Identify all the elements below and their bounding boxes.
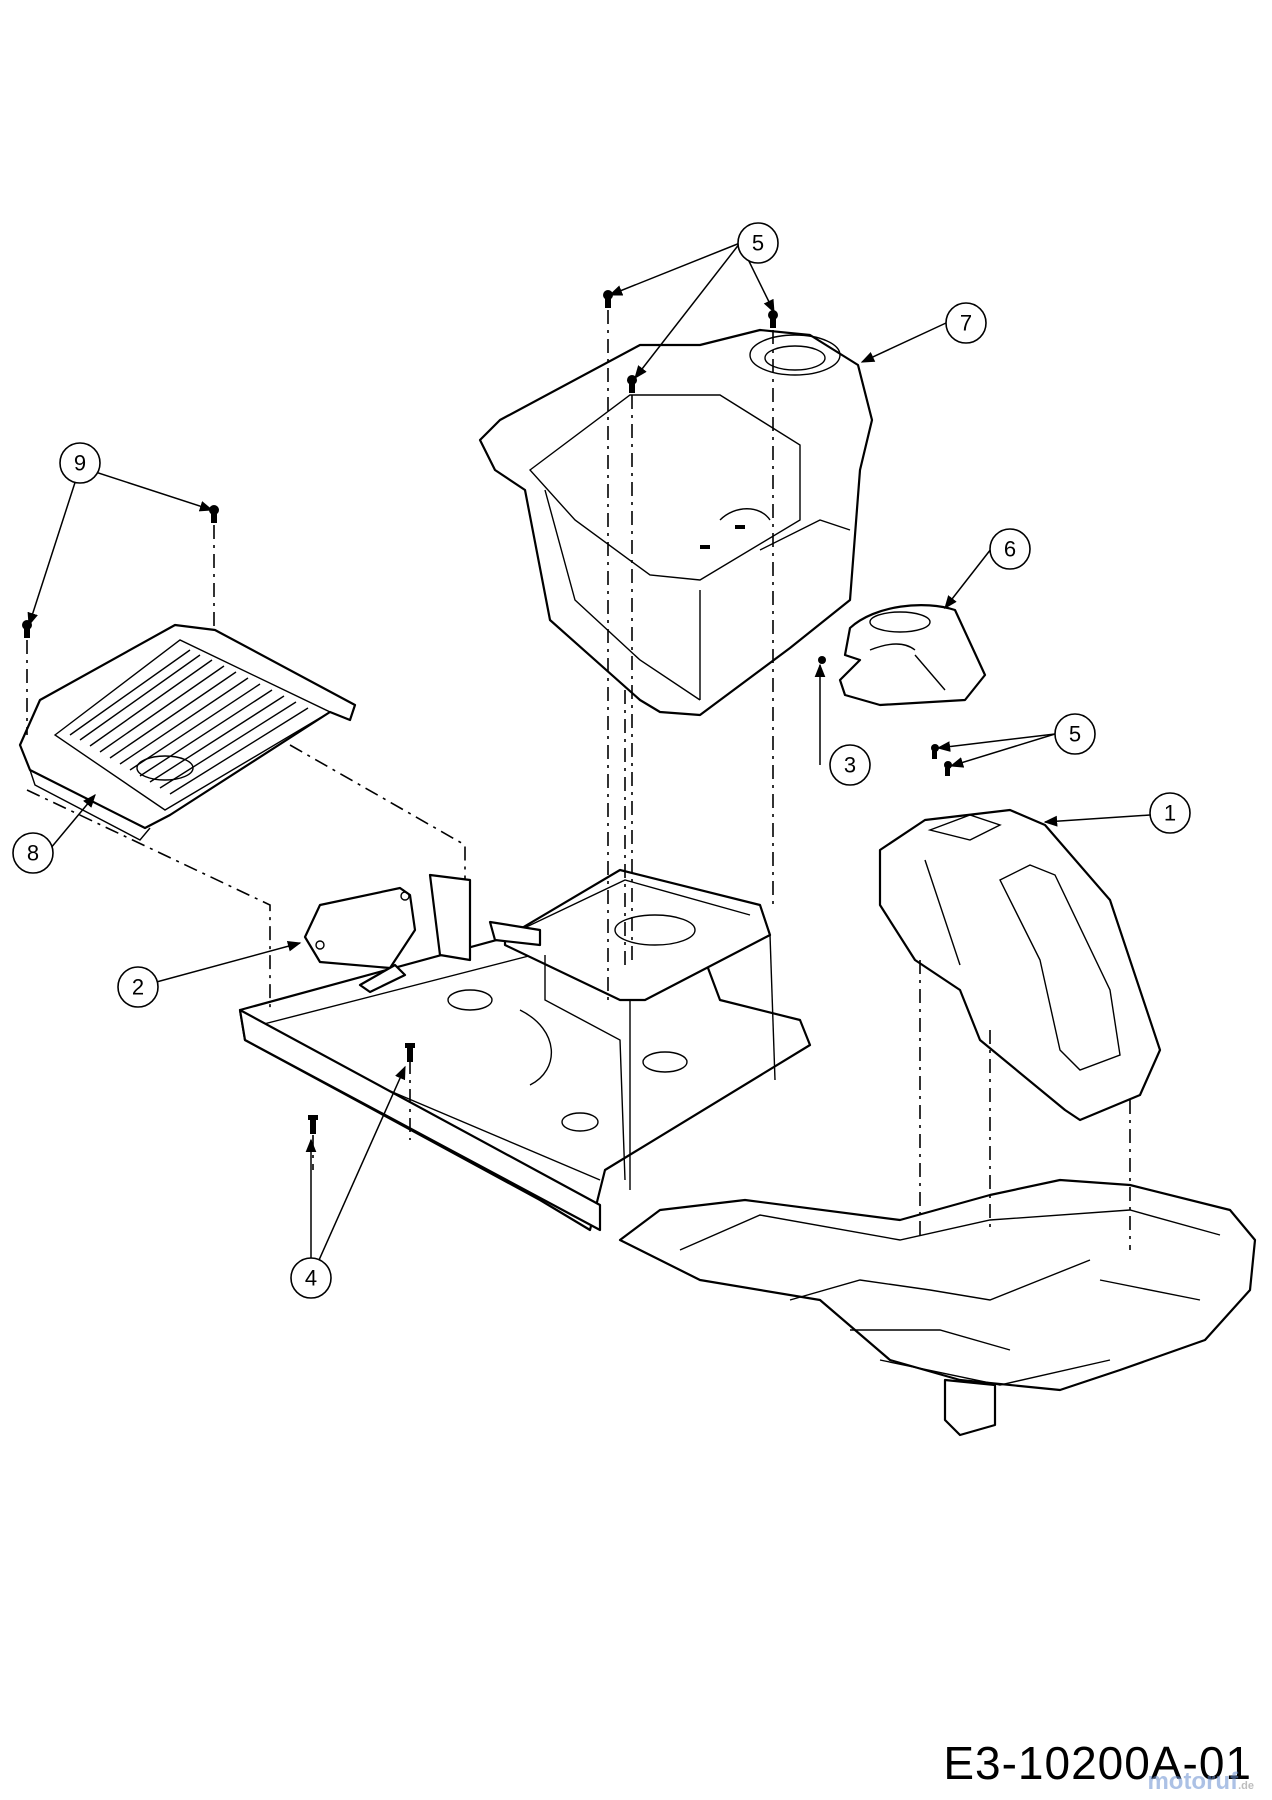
svg-text:4: 4 xyxy=(305,1266,317,1291)
screw-icon xyxy=(209,505,219,523)
leader-lines xyxy=(27,242,1151,1279)
callout-8: 8 xyxy=(12,832,54,874)
drawing-number: E3-10200A-01 xyxy=(943,1737,1252,1789)
callout-6: 6 xyxy=(989,528,1031,570)
callout-2: 2 xyxy=(117,966,159,1008)
callout-7: 7 xyxy=(945,302,987,344)
callout-5-lower: 5 xyxy=(1054,713,1096,755)
screw-icon xyxy=(768,310,778,328)
callout-4: 4 xyxy=(290,1257,332,1299)
svg-text:1: 1 xyxy=(1164,801,1176,826)
svg-text:5: 5 xyxy=(752,231,764,256)
screw-icon xyxy=(931,744,939,759)
svg-text:2: 2 xyxy=(132,975,144,1000)
svg-text:6: 6 xyxy=(1004,537,1016,562)
callout-5-upper: 5 xyxy=(737,222,779,264)
callout-3: 3 xyxy=(829,744,871,786)
front-body-shroud xyxy=(618,1178,1257,1437)
bolt-icon xyxy=(308,1115,318,1134)
svg-text:8: 8 xyxy=(27,841,39,866)
screw-icon xyxy=(944,761,952,776)
svg-text:9: 9 xyxy=(74,451,86,476)
part-7-console-cover xyxy=(478,328,874,717)
watermark-tld: .de xyxy=(1238,1780,1254,1792)
assembly-lines xyxy=(26,310,1131,1250)
svg-text:3: 3 xyxy=(844,753,856,778)
watermark-text: motoruf xyxy=(1147,1768,1239,1795)
part-1-front-panel xyxy=(878,808,1162,1122)
bolt-icon xyxy=(405,1043,415,1062)
part-6-column-cover xyxy=(838,604,987,707)
screw-icon xyxy=(603,290,613,308)
callout-1: 1 xyxy=(1149,792,1191,834)
part-2-bracket xyxy=(303,886,417,994)
part-8-grille-plate xyxy=(18,623,357,841)
svg-text:7: 7 xyxy=(960,311,972,336)
screw-icon xyxy=(818,656,826,664)
svg-text:5: 5 xyxy=(1069,722,1081,747)
grille-slats xyxy=(69,649,309,795)
callout-9: 9 xyxy=(59,442,101,484)
watermark-logo: motoruf.de xyxy=(1147,1768,1254,1796)
part-4-bolts xyxy=(308,1043,415,1134)
